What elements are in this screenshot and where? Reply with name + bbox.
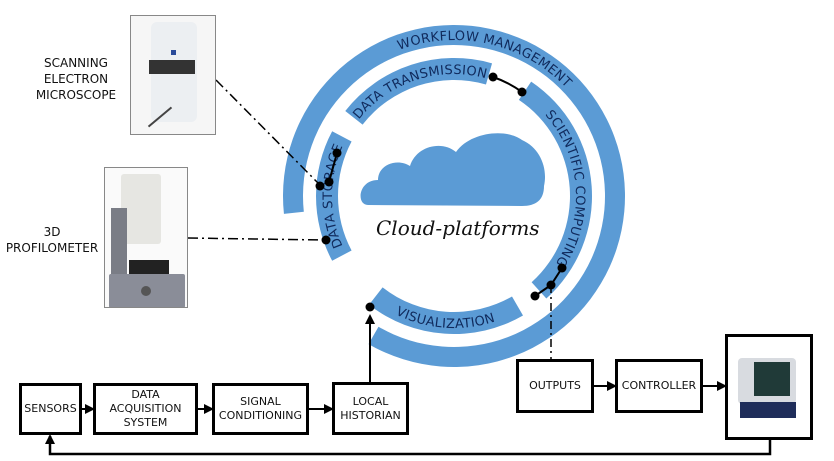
controller-box: CONTROLLER	[615, 359, 703, 413]
connectors	[45, 72, 772, 456]
sem-link-dot	[315, 181, 325, 191]
feedback-loop-arrow	[45, 434, 772, 456]
daq-box: DATA ACQUISITION SYSTEM	[93, 383, 198, 435]
link-dot	[488, 72, 498, 82]
sem-image	[130, 15, 216, 135]
historian-label: HISTORIAN	[340, 408, 401, 422]
daq-label: ACQUISITION	[109, 402, 182, 415]
sem-label: SCANNING ELECTRON MICROSCOPE	[26, 55, 126, 103]
signal-conditioning-box: SIGNAL CONDITIONING	[212, 383, 309, 435]
data-storage-segment	[316, 131, 352, 261]
profilometer-label-line: 3D	[43, 225, 61, 239]
daq-label: DATA	[131, 388, 160, 401]
data-transmission-segment	[345, 58, 493, 125]
link-dot	[324, 177, 334, 187]
sensors-box: SENSORS	[19, 383, 82, 435]
cloud-platforms-title: Cloud-platforms	[376, 216, 540, 240]
sem-link	[215, 79, 321, 186]
local-historian-box: LOCAL HISTORIAN	[332, 382, 409, 435]
link-dot	[517, 87, 527, 97]
link-dot	[530, 291, 540, 301]
sensors-label: SENSORS	[24, 402, 77, 415]
profilometer-image	[104, 167, 188, 308]
machine-box	[725, 334, 813, 440]
storage-transmission-link	[328, 152, 338, 183]
sem-label-line: MICROSCOPE	[35, 88, 117, 102]
profilometer-link-dot	[321, 235, 331, 245]
daq-label: SYSTEM	[123, 416, 168, 429]
cloud-icon	[360, 133, 546, 206]
outputs-box: OUTPUTS	[516, 359, 594, 413]
rings-group	[283, 24, 625, 367]
outputs-label: OUTPUTS	[529, 379, 581, 392]
signal-label: SIGNAL	[240, 395, 281, 408]
transmission-scientific-link	[492, 76, 523, 93]
link-dot	[332, 148, 342, 158]
sem-label-line: ELECTRON	[43, 72, 109, 86]
profilometer-link	[187, 237, 326, 241]
historian-label: LOCAL	[352, 394, 389, 408]
link-dot	[365, 302, 375, 312]
profilometer-label: 3D PROFILOMETER	[0, 224, 104, 256]
scientific-computing-segment	[518, 81, 593, 299]
cnc-machine-icon	[738, 352, 800, 422]
sem-label-line: SCANNING	[44, 56, 108, 70]
visualization-label: VISUALIZATION	[394, 304, 497, 332]
controller-label: CONTROLLER	[621, 379, 697, 392]
profilometer-label-line: PROFILOMETER	[5, 241, 99, 255]
link-dot	[557, 263, 567, 273]
signal-label: CONDITIONING	[218, 409, 303, 422]
visualization-segment	[369, 287, 523, 334]
